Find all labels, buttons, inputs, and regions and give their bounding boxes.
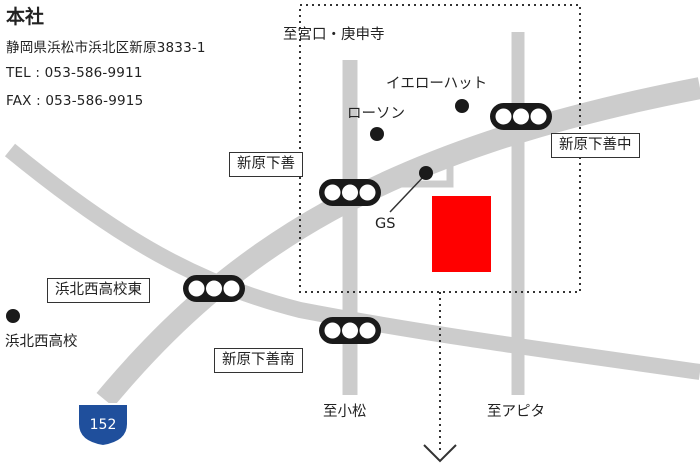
- school-label: 浜北西高校: [5, 334, 78, 350]
- intersection-label-shinhara-shimozen-minami: 新原下善南: [214, 348, 303, 373]
- intersection-label-shinhara-shimozen: 新原下善: [229, 152, 303, 177]
- direction-komatsu-label: 至小松: [323, 404, 367, 420]
- traffic-signal-icon: [183, 275, 245, 302]
- traffic-signal-icon: [490, 103, 552, 130]
- direction-apita-label: 至アピタ: [487, 404, 545, 420]
- main-road-route-152: [96, 77, 700, 408]
- intersection-label-shinhara-shimozen-naka: 新原下善中: [551, 133, 640, 158]
- lawson-dot: [370, 127, 384, 141]
- gas-station-dot: [419, 166, 433, 180]
- route-152-shield: 152: [77, 403, 129, 448]
- traffic-signal-icon: [319, 317, 381, 344]
- route-number: 152: [90, 417, 117, 433]
- address: 静岡県浜松市浜北区新原3833-1: [6, 40, 206, 56]
- gas-station-label: GS: [375, 216, 396, 232]
- fax-number: FAX : 053-586-9915: [6, 93, 144, 109]
- road-west-east-diagonal: [4, 143, 700, 380]
- gas-station-pointer: [389, 173, 427, 213]
- yellow-hat-dot: [455, 99, 469, 113]
- company-building-marker: [432, 196, 491, 272]
- direction-north-label: 至宮口・庚申寺: [283, 27, 385, 43]
- gas-station-access-road: [385, 150, 454, 188]
- traffic-signal-icon: [319, 179, 381, 206]
- lawson-label: ローソン: [347, 106, 405, 122]
- roads: [4, 32, 700, 408]
- chevron-down-icon: [423, 444, 457, 463]
- headquarters-title: 本社: [6, 6, 45, 28]
- area-boundary-dotted: [299, 4, 581, 293]
- yellow-hat-label: イエローハット: [386, 76, 488, 92]
- telephone: TEL : 053-586-9911: [6, 65, 143, 81]
- school-dot: [6, 309, 20, 323]
- intersection-label-hamakita-nishi-koko-higashi: 浜北西高校東: [47, 278, 150, 303]
